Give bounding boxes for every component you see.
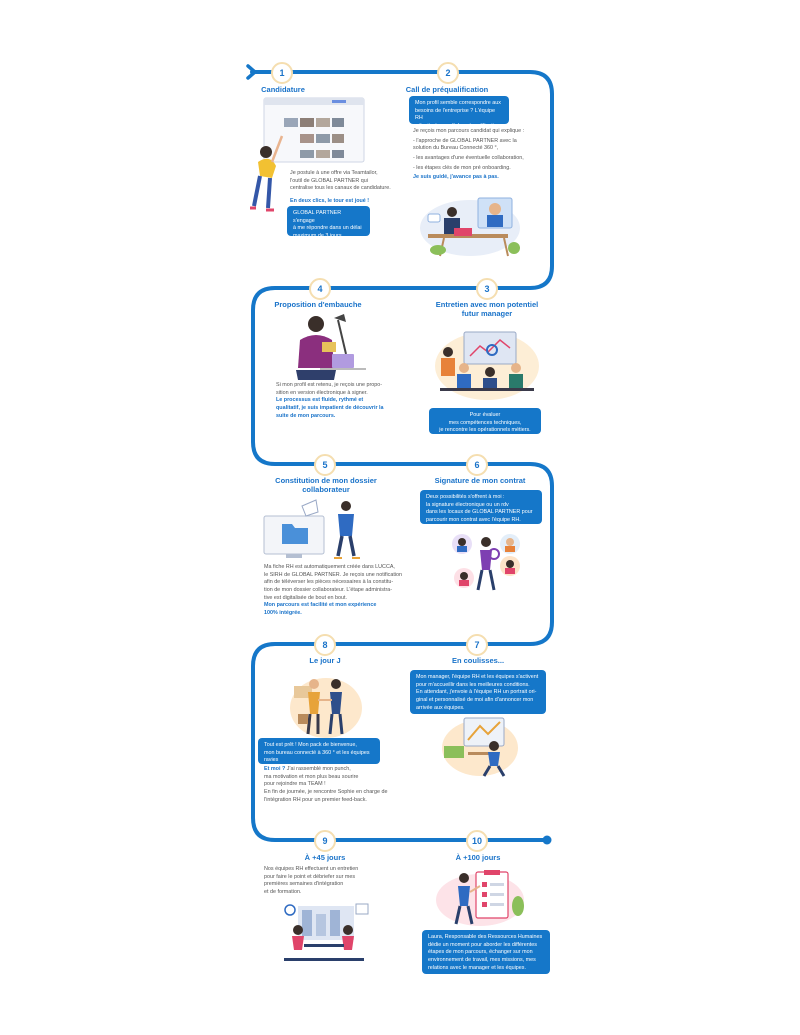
step-number-6: 6 xyxy=(466,454,488,476)
step-10-title: À +100 jours xyxy=(455,853,501,862)
step-number-5: 5 xyxy=(314,454,336,476)
end-dot-icon xyxy=(542,835,552,845)
step-1-text: Je postule à une offre via Teamtailor,l'… xyxy=(290,170,391,205)
step-6-info-box: Deux possibilités s'offrent à moi :la si… xyxy=(420,490,542,524)
step-5-title: Constitution de mon dossier collaborateu… xyxy=(275,476,377,495)
step-9-title: À +45 jours xyxy=(304,853,346,862)
step-number-7: 7 xyxy=(466,634,488,656)
review-checklist-illustration xyxy=(436,870,524,926)
step-2-text: Je reçois mon parcours candidat qui expl… xyxy=(413,128,525,181)
step-number-1: 1 xyxy=(271,62,293,84)
step-5-text: Ma fiche RH est automatiquement créée da… xyxy=(264,564,403,617)
step-1-title: Candidature xyxy=(261,85,305,94)
step-3-title: Entretien avec mon potentiel futur manag… xyxy=(435,300,539,319)
step-number-8: 8 xyxy=(314,634,336,656)
candidature-illustration xyxy=(250,97,365,212)
step-number-2: 2 xyxy=(437,62,459,84)
step-number-4: 4 xyxy=(309,278,331,300)
step-6-title: Signature de mon contrat xyxy=(434,476,526,485)
step-7-info-box: Mon manager, l'équipe RH et les équipes … xyxy=(410,670,546,714)
step-10-info-box: Laura, Responsable des Ressources Humain… xyxy=(422,930,550,974)
video-call-illustration xyxy=(420,197,520,257)
first-day-illustration xyxy=(290,678,362,738)
step-4-text: Si mon profil est retenu, je reçois une … xyxy=(276,382,384,419)
interview-illustration xyxy=(435,331,539,400)
step-8-highlight-rest: J'ai rassemblé mon punch, xyxy=(285,766,351,772)
step-8-info-box: Tout est prêt ! Mon pack de bienvenue,mo… xyxy=(258,738,380,771)
step-8-title: Le jour J xyxy=(309,656,341,665)
step-2-title: Call de préqualification xyxy=(405,85,489,94)
follow-up-meeting-illustration xyxy=(284,903,369,961)
step-8-highlight: Et moi ? xyxy=(264,766,286,772)
step-4-title: Proposition d'embauche xyxy=(274,300,362,309)
step-number-3: 3 xyxy=(476,278,498,300)
file-upload-illustration xyxy=(263,499,360,559)
step-number-9: 9 xyxy=(314,830,336,852)
behind-the-scenes-illustration xyxy=(442,717,518,777)
contract-signature-illustration xyxy=(452,534,520,591)
job-offer-illustration xyxy=(296,314,366,380)
step-7-title: En coulisses... xyxy=(451,656,505,665)
start-arrow-icon xyxy=(246,64,257,80)
step-number-10: 10 xyxy=(466,830,488,852)
step-8-text: Et moi ? J'ai rassemblé mon punch, ma mo… xyxy=(264,766,388,803)
